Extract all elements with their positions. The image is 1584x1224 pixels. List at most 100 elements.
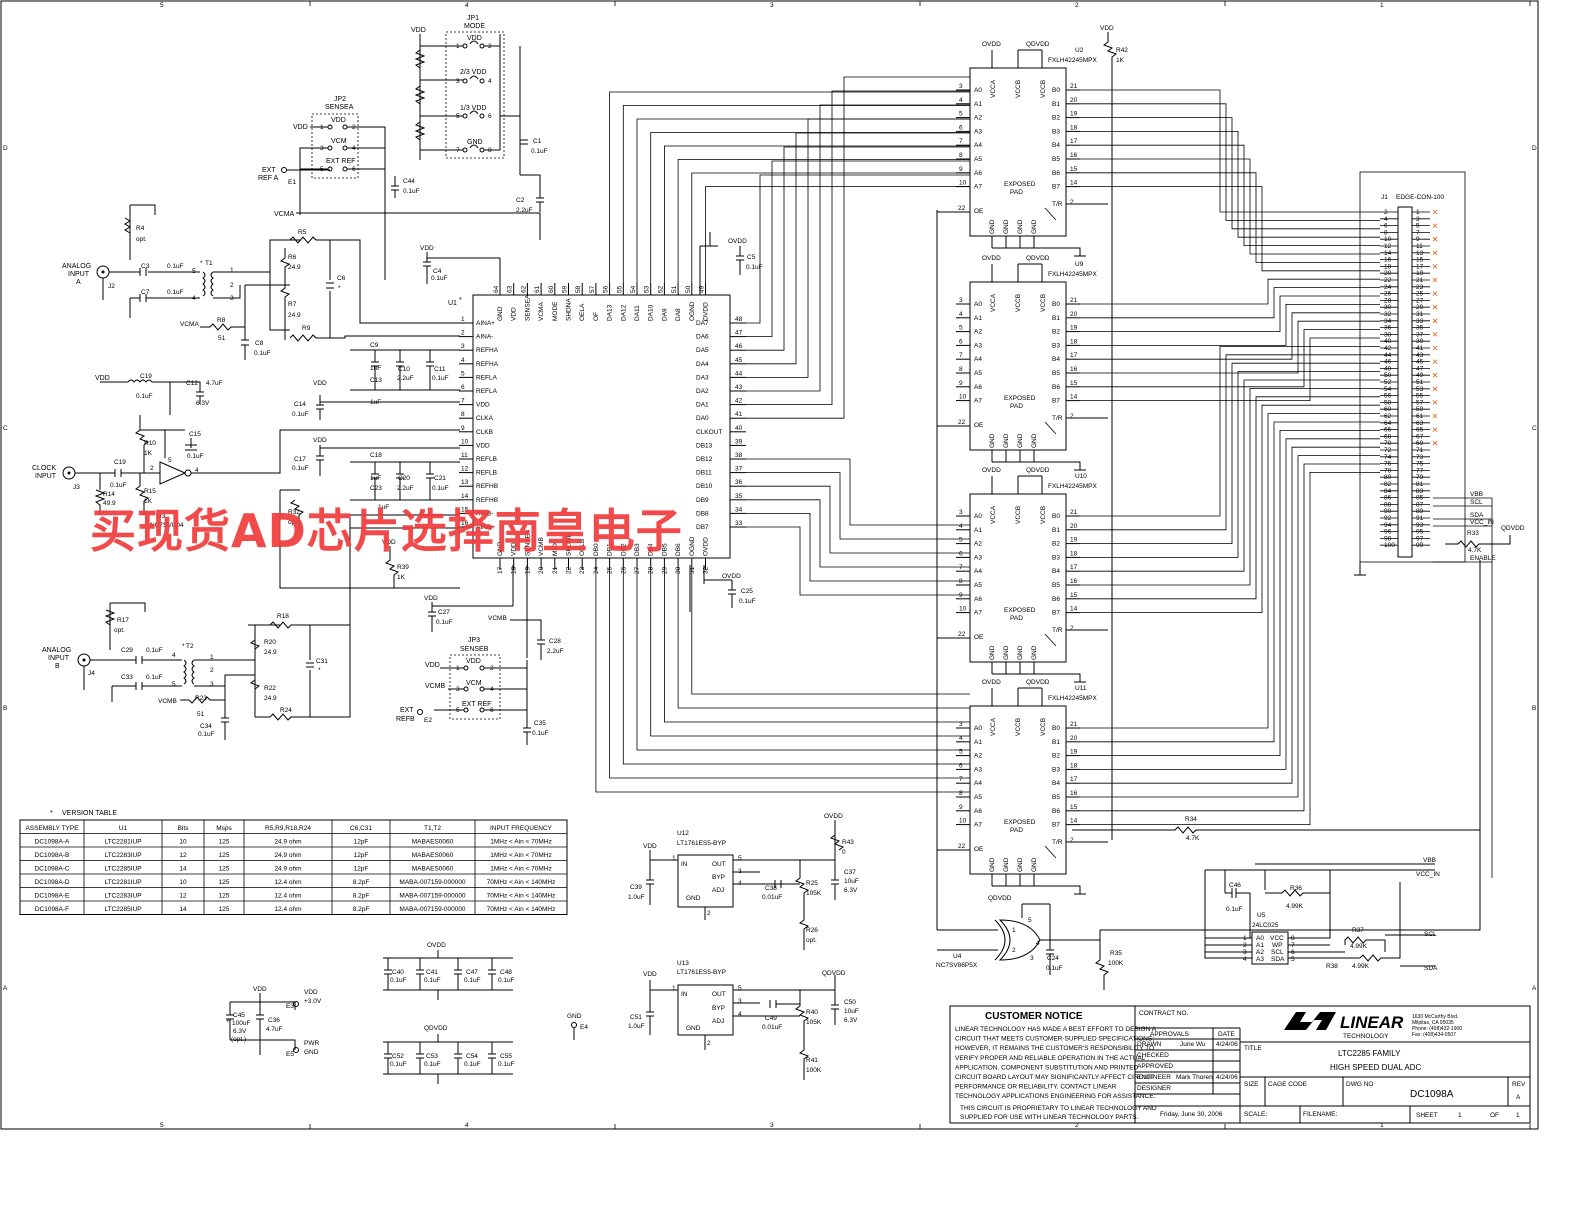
u1-pin-46: 46 (735, 343, 743, 350)
customer-notice-line: PERFORMANCE OR RELIABILITY. CONTACT LINE… (955, 1084, 1117, 1091)
version-table-header: ASSEMBLY TYPE (25, 825, 79, 832)
version-table-cell: 125 (219, 906, 230, 913)
svg-text:7: 7 (1416, 229, 1420, 236)
svg-text:JP3: JP3 (468, 637, 480, 644)
svg-text:1: 1 (672, 855, 676, 862)
svg-text:C21: C21 (434, 475, 446, 482)
svg-text:GND: GND (1031, 645, 1038, 660)
svg-text:7: 7 (959, 138, 963, 145)
svg-text:2: 2 (488, 43, 492, 50)
svg-text:24.9: 24.9 (288, 312, 301, 319)
svg-text:C28: C28 (549, 638, 561, 645)
svg-text:0.1uF: 0.1uF (532, 730, 549, 737)
svg-text:T1: T1 (205, 260, 213, 267)
svg-text:OE: OE (974, 634, 984, 641)
svg-text:1: 1 (1516, 1112, 1520, 1119)
svg-text:A5: A5 (974, 370, 982, 377)
svg-text:VDD: VDD (1100, 25, 1114, 32)
svg-text:86: 86 (1384, 495, 1392, 502)
svg-text:4/24/06: 4/24/06 (1216, 1041, 1238, 1048)
gnd-terminal-e4[interactable] (571, 1022, 577, 1028)
svg-text:A4: A4 (974, 356, 982, 363)
svg-text:66: 66 (1384, 427, 1392, 434)
svg-text:A: A (1516, 1094, 1521, 1101)
svg-text:4: 4 (738, 1011, 742, 1018)
svg-text:47: 47 (1416, 365, 1424, 372)
svg-text:18: 18 (1070, 124, 1078, 131)
u1-pin-33: 33 (735, 520, 743, 527)
svg-text:0.1uF: 0.1uF (390, 1061, 407, 1068)
svg-text:*: * (338, 285, 341, 292)
svg-text:20: 20 (1070, 97, 1078, 104)
version-table-cell: 8.2pF (353, 906, 370, 913)
svg-text:A3: A3 (1256, 956, 1264, 963)
version-table-header: T1,T2 (424, 825, 441, 832)
svg-text:VCMB: VCMB (425, 683, 446, 690)
u1-pin-17: 17 (497, 566, 504, 574)
svg-text:61: 61 (1416, 413, 1424, 420)
svg-text:Phone: (408)432-1900: Phone: (408)432-1900 (1412, 1026, 1462, 1032)
pwr-gnd-terminal-e5[interactable] (293, 1047, 299, 1053)
svg-text:19: 19 (1416, 270, 1424, 277)
svg-text:VBB: VBB (1423, 857, 1436, 864)
svg-text:GND: GND (1003, 645, 1010, 660)
version-table-cell: 70MHz < Ain < 140MHz (487, 906, 556, 913)
svg-text:B0: B0 (1052, 725, 1060, 732)
svg-text:19: 19 (1070, 325, 1078, 332)
svg-text:R24: R24 (280, 707, 292, 714)
svg-text:INPUT: INPUT (48, 655, 70, 662)
svg-text:B1: B1 (1052, 315, 1060, 322)
version-table-cell: 14 (179, 906, 187, 913)
svg-text:C37: C37 (844, 869, 856, 876)
svg-text:GND: GND (686, 895, 701, 902)
u1-pin-name-15: AINB- (476, 510, 493, 517)
svg-text:2.2uF: 2.2uF (547, 648, 564, 655)
version-table-cell: 1MHz < Ain < 70MHz (490, 839, 551, 846)
svg-text:GND: GND (989, 645, 996, 660)
svg-text:10: 10 (959, 394, 967, 401)
svg-text:GND: GND (989, 857, 996, 872)
svg-text:B7: B7 (1052, 184, 1060, 191)
svg-text:6: 6 (352, 166, 356, 173)
svg-text:A7: A7 (974, 822, 982, 829)
svg-text:100K: 100K (806, 1067, 822, 1074)
ext-ref-b-terminal[interactable] (417, 709, 423, 715)
svg-text:8: 8 (488, 147, 492, 154)
customer-notice-line: HOWEVER, IT REMAINS THE CUSTOMER'S RESPO… (955, 1045, 1154, 1052)
u1-pin-name-5: REFLA (476, 374, 498, 381)
svg-text:42: 42 (1384, 345, 1392, 352)
svg-text:4.7uF: 4.7uF (266, 1026, 283, 1033)
version-table-cell: 12 (179, 893, 187, 900)
svg-text:17: 17 (1070, 564, 1078, 571)
svg-text:24.9: 24.9 (288, 264, 301, 271)
svg-text:VDD: VDD (313, 437, 327, 444)
svg-text:E2: E2 (424, 717, 432, 724)
svg-text:VCCB: VCCB (1040, 718, 1047, 736)
zone-bottom-3: 3 (770, 1122, 774, 1129)
svg-text:0.01uF: 0.01uF (762, 894, 782, 901)
svg-text:7: 7 (456, 147, 460, 154)
svg-text:65: 65 (1416, 427, 1424, 434)
svg-text:4.7K: 4.7K (1468, 547, 1482, 554)
u1-pin-name-22: SHDNB (566, 533, 573, 556)
u1-pin-name-58: OELA (579, 303, 586, 321)
svg-text:VCCB: VCCB (1040, 506, 1047, 524)
version-table-cell: 8.2pF (353, 879, 370, 886)
svg-text:ADJ: ADJ (712, 887, 724, 894)
vdd-terminal-e3[interactable] (293, 1001, 299, 1007)
svg-text:A6: A6 (974, 384, 982, 391)
svg-text:IN: IN (681, 861, 688, 868)
svg-text:63: 63 (1416, 420, 1424, 427)
svg-text:INPUT: INPUT (68, 271, 90, 278)
ext-ref-a-terminal[interactable] (281, 167, 287, 173)
svg-text:A3: A3 (974, 342, 982, 349)
svg-text:C24: C24 (1047, 955, 1059, 962)
svg-text:OVDD: OVDD (728, 238, 747, 245)
svg-text:VDD: VDD (95, 375, 110, 382)
svg-text:+3.0V: +3.0V (304, 998, 322, 1005)
svg-text:45: 45 (1416, 359, 1424, 366)
